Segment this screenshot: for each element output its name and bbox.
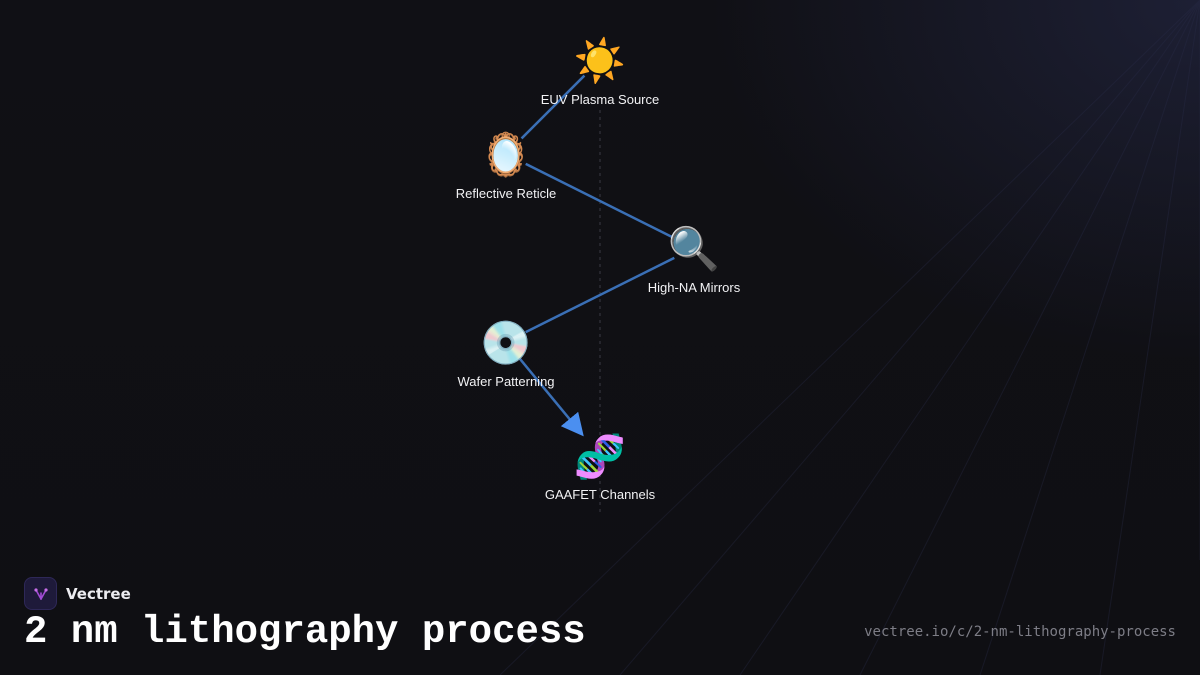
node-mirrors[interactable]: 🔍 High-NA Mirrors [648, 222, 741, 295]
magnifier-icon: 🔍 [668, 222, 720, 273]
node-wafer[interactable]: 💿 Wafer Patterning [457, 318, 554, 389]
disc-icon: 💿 [480, 318, 532, 368]
node-euv[interactable]: ☀️ EUV Plasma Source [541, 35, 660, 107]
mirror-icon: 🪞 [480, 130, 532, 179]
node-gaafet[interactable]: 🧬 GAAFET Channels [545, 431, 656, 502]
source-url: vectree.io/c/2-nm-lithography-process [864, 624, 1176, 640]
node-label-euv: EUV Plasma Source [541, 92, 660, 107]
node-label-wafer: Wafer Patterning [457, 374, 554, 389]
edges [519, 74, 675, 437]
node-label-gaafet: GAAFET Channels [545, 487, 656, 502]
node-reticle[interactable]: 🪞 Reflective Reticle [456, 130, 556, 201]
node-label-reticle: Reflective Reticle [456, 186, 556, 201]
edge-mirrors-to-wafer [525, 256, 675, 334]
nodes: ☀️ EUV Plasma Source 🪞 Reflective Reticle 🔍 H… [456, 35, 741, 502]
page-title: 2 nm lithography process [24, 610, 586, 654]
edge-reticle-to-mirrors [525, 162, 675, 240]
vectree-logo-icon [24, 577, 57, 610]
brand-name: Vectree [66, 584, 131, 603]
edge-wafer-to-gaafet [519, 358, 584, 437]
brand: Vectree [24, 577, 131, 610]
dna-icon: 🧬 [574, 431, 626, 482]
sun-icon: ☀️ [574, 35, 626, 86]
edge-euv-to-reticle [520, 74, 586, 140]
node-label-mirrors: High-NA Mirrors [648, 280, 741, 295]
